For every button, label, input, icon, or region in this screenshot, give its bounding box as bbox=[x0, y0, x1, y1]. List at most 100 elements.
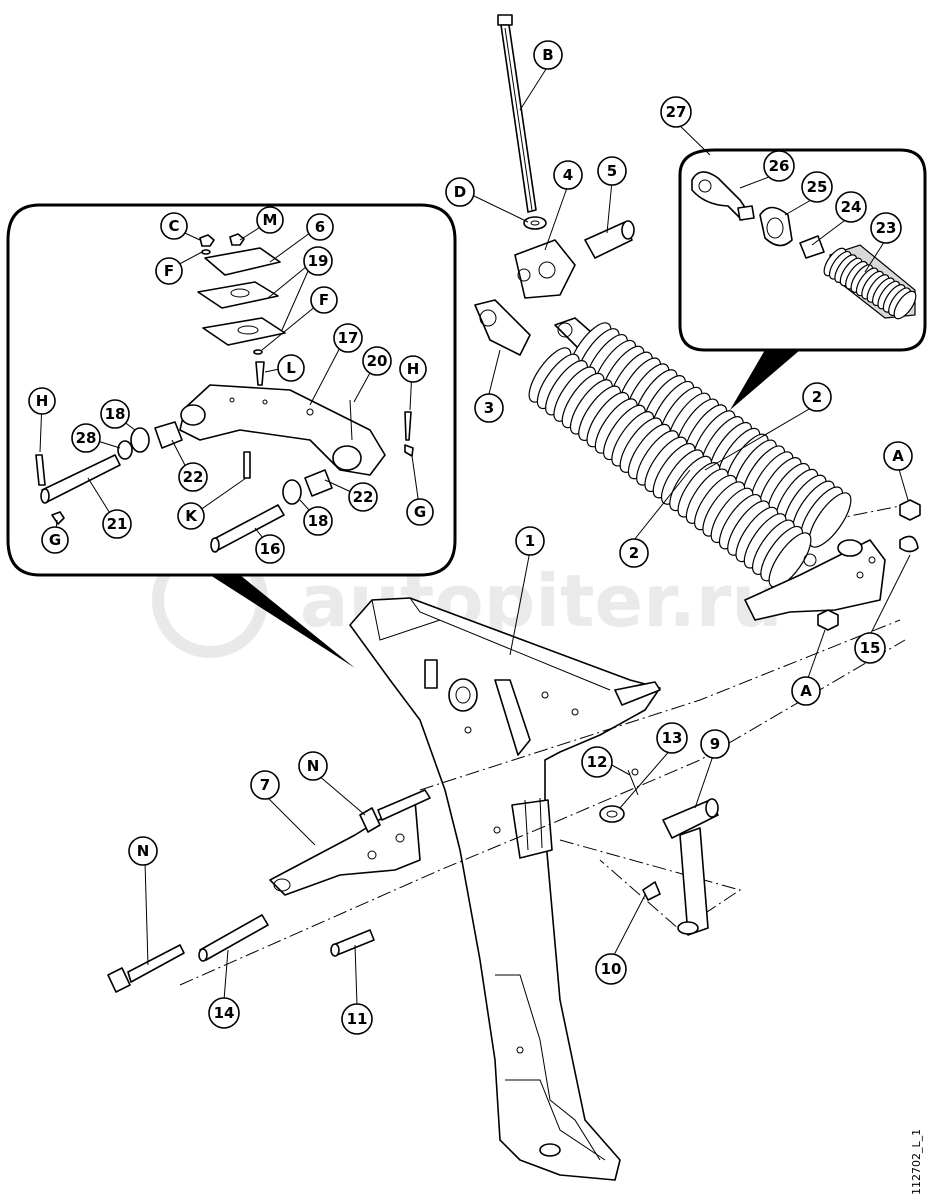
svg-text:20: 20 bbox=[367, 352, 388, 370]
callout-17: 17 bbox=[333, 323, 363, 353]
callout-14: 14 bbox=[208, 997, 240, 1029]
fitting-10-part bbox=[642, 881, 661, 901]
svg-text:6: 6 bbox=[315, 218, 325, 236]
svg-text:18: 18 bbox=[105, 405, 126, 423]
bolt-n-left-part bbox=[107, 944, 185, 993]
washer-13-part bbox=[599, 805, 625, 823]
callout-28: 28 bbox=[71, 423, 101, 453]
svg-text:22: 22 bbox=[183, 468, 204, 486]
svg-text:15: 15 bbox=[860, 639, 881, 657]
callout-16: 16 bbox=[255, 534, 285, 564]
washer-d-part bbox=[523, 216, 547, 230]
svg-text:2: 2 bbox=[629, 544, 639, 562]
callout-l: L bbox=[277, 354, 305, 382]
svg-text:D: D bbox=[454, 183, 466, 201]
callout-g-left: G bbox=[41, 526, 69, 554]
spring-rod-part bbox=[497, 14, 537, 213]
callout-h-right: H bbox=[399, 355, 427, 383]
svg-text:3: 3 bbox=[484, 399, 494, 417]
svg-text:G: G bbox=[49, 531, 61, 549]
svg-text:C: C bbox=[168, 217, 179, 235]
svg-text:B: B bbox=[542, 46, 553, 64]
callout-4: 4 bbox=[553, 160, 583, 190]
svg-text:22: 22 bbox=[353, 488, 374, 506]
svg-text:24: 24 bbox=[841, 198, 862, 216]
svg-text:13: 13 bbox=[662, 729, 683, 747]
pin-5-part bbox=[584, 220, 635, 259]
svg-text:K: K bbox=[185, 507, 198, 525]
callout-h-left: H bbox=[28, 387, 56, 415]
svg-text:N: N bbox=[137, 842, 150, 860]
callout-f-top: F bbox=[155, 257, 183, 285]
svg-text:11: 11 bbox=[347, 1010, 368, 1028]
svg-text:23: 23 bbox=[876, 219, 897, 237]
svg-text:F: F bbox=[164, 262, 174, 280]
cylinder-9-part bbox=[662, 798, 719, 936]
main-frame-part bbox=[349, 597, 661, 1181]
svg-text:A: A bbox=[800, 682, 812, 700]
callout-g-right: G bbox=[406, 498, 434, 526]
svg-text:4: 4 bbox=[563, 166, 573, 184]
svg-text:27: 27 bbox=[666, 103, 687, 121]
bolt-11-part bbox=[330, 929, 375, 957]
callout-1: 1 bbox=[515, 526, 545, 556]
callout-20: 20 bbox=[362, 346, 392, 376]
svg-text:26: 26 bbox=[769, 157, 790, 175]
callout-9: 9 bbox=[700, 729, 730, 759]
callout-11: 11 bbox=[341, 1003, 373, 1035]
pin-14-part bbox=[198, 914, 269, 962]
svg-text:2: 2 bbox=[812, 388, 822, 406]
callout-21: 21 bbox=[102, 509, 132, 539]
callout-m: M bbox=[256, 206, 284, 234]
svg-text:14: 14 bbox=[214, 1004, 235, 1022]
callout-23: 23 bbox=[870, 212, 902, 244]
svg-text:1: 1 bbox=[525, 532, 535, 550]
callout-18-top: 18 bbox=[100, 399, 130, 429]
svg-text:16: 16 bbox=[260, 540, 281, 558]
callout-22-bottom: 22 bbox=[348, 482, 378, 512]
svg-text:17: 17 bbox=[338, 329, 359, 347]
bolt-n-upper-part bbox=[359, 789, 431, 833]
svg-text:L: L bbox=[286, 359, 296, 377]
callout-7: 7 bbox=[250, 770, 280, 800]
drawing-code: 112702_L_1 bbox=[910, 1129, 923, 1195]
callout-19: 19 bbox=[303, 246, 333, 276]
callout-5: 5 bbox=[597, 156, 627, 186]
svg-text:5: 5 bbox=[607, 162, 617, 180]
callout-22-top: 22 bbox=[178, 462, 208, 492]
callout-10: 10 bbox=[595, 953, 627, 985]
svg-text:25: 25 bbox=[807, 178, 828, 196]
callout-n-left: N bbox=[128, 836, 158, 866]
svg-text:A: A bbox=[892, 447, 904, 465]
callout-b: B bbox=[533, 40, 563, 70]
callout-2-top: 2 bbox=[802, 382, 832, 412]
callout-24: 24 bbox=[835, 191, 867, 223]
callout-f-mid: F bbox=[310, 286, 338, 314]
svg-text:H: H bbox=[36, 392, 49, 410]
callout-27: 27 bbox=[660, 96, 692, 128]
callout-d: D bbox=[445, 177, 475, 207]
bracket-4-part bbox=[514, 239, 576, 299]
svg-text:10: 10 bbox=[601, 960, 622, 978]
callout-18-bottom: 18 bbox=[303, 506, 333, 536]
svg-text:H: H bbox=[407, 360, 420, 378]
clip-15-part bbox=[899, 535, 919, 553]
callout-26: 26 bbox=[763, 150, 795, 182]
spring-assembly-part bbox=[474, 299, 886, 621]
callout-6: 6 bbox=[306, 213, 334, 241]
callout-13: 13 bbox=[656, 722, 688, 754]
callout-2-mid: 2 bbox=[619, 538, 649, 568]
callout-a-bottom: A bbox=[791, 676, 821, 706]
svg-text:9: 9 bbox=[710, 735, 720, 753]
callout-n-upper: N bbox=[298, 751, 328, 781]
svg-text:28: 28 bbox=[76, 429, 97, 447]
svg-text:N: N bbox=[307, 757, 320, 775]
callout-k: K bbox=[177, 502, 205, 530]
svg-text:18: 18 bbox=[308, 512, 329, 530]
svg-text:7: 7 bbox=[260, 776, 270, 794]
callout-12: 12 bbox=[581, 746, 613, 778]
inset-arm-assembly bbox=[6, 203, 457, 668]
svg-text:21: 21 bbox=[107, 515, 128, 533]
nut-a-top-part bbox=[899, 499, 921, 521]
